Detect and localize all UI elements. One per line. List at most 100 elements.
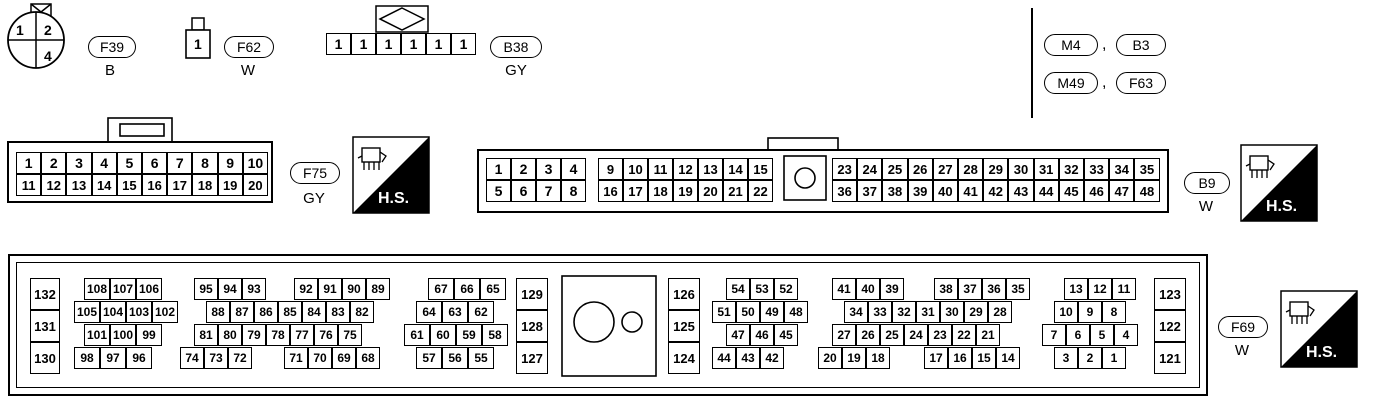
pin-121: 121 [1154, 342, 1186, 374]
legend-comma: , [1102, 36, 1107, 53]
pin-30: 30 [940, 301, 964, 323]
pin-65: 65 [480, 278, 506, 300]
pin-29: 29 [983, 158, 1009, 180]
pin-12: 12 [41, 174, 67, 196]
pin-102: 102 [152, 301, 178, 323]
pin-11: 11 [1112, 278, 1136, 300]
pin-1: 1 [16, 152, 42, 174]
pin-14: 14 [723, 158, 748, 180]
pin-11: 11 [16, 174, 42, 196]
pin-59: 59 [456, 324, 482, 346]
pin-62: 62 [468, 301, 494, 323]
pin-15: 15 [116, 174, 142, 196]
harness-side-icon [1280, 290, 1358, 368]
pin-2: 2 [511, 158, 536, 180]
pin-97: 97 [100, 347, 126, 369]
pin-83: 83 [326, 301, 350, 323]
pin-1: 1 [486, 158, 511, 180]
pin-93: 93 [242, 278, 266, 300]
pin-94: 94 [218, 278, 242, 300]
pin-10: 10 [242, 152, 268, 174]
pin-41: 41 [958, 180, 984, 202]
pin-7: 7 [1042, 324, 1066, 346]
pin-23: 23 [928, 324, 952, 346]
pin-8: 8 [561, 180, 586, 202]
pin-24: 24 [857, 158, 883, 180]
pin-1: 1 [451, 33, 476, 55]
pin-16: 16 [598, 180, 623, 202]
pin-66: 66 [454, 278, 480, 300]
pin-15: 15 [748, 158, 773, 180]
hs-icon: H.S. [1280, 290, 1358, 368]
pin-10: 10 [1054, 301, 1078, 323]
connector-id-f62: F62 [224, 36, 274, 58]
pin-40: 40 [932, 180, 958, 202]
pin-4: 4 [561, 158, 586, 180]
harness-side-icon [352, 136, 430, 214]
pin-21: 21 [976, 324, 1000, 346]
pin-28: 28 [988, 301, 1012, 323]
pin-86: 86 [254, 301, 278, 323]
pin-79: 79 [242, 324, 266, 346]
pin-56: 56 [442, 347, 468, 369]
pin-26: 26 [856, 324, 880, 346]
pin-76: 76 [314, 324, 338, 346]
pin-38: 38 [882, 180, 908, 202]
pin-42: 42 [983, 180, 1009, 202]
pin-128: 128 [516, 310, 548, 342]
pin-61: 61 [404, 324, 430, 346]
pin-1: 1 [1102, 347, 1126, 369]
pin-70: 70 [308, 347, 332, 369]
pin-37: 37 [857, 180, 883, 202]
pin-40: 40 [856, 278, 880, 300]
pin-12: 12 [673, 158, 698, 180]
pin-99: 99 [136, 324, 162, 346]
pin-72: 72 [228, 347, 252, 369]
pin-19: 19 [217, 174, 243, 196]
connector-b38-body [375, 5, 429, 33]
legend-divider [1031, 8, 1033, 118]
pin-55: 55 [468, 347, 494, 369]
pin-12: 12 [1088, 278, 1112, 300]
pin-80: 80 [218, 324, 242, 346]
pin-49: 49 [760, 301, 784, 323]
pin-101: 101 [84, 324, 110, 346]
pin-45: 45 [774, 324, 798, 346]
pin-41: 41 [832, 278, 856, 300]
pin-34: 34 [1109, 158, 1135, 180]
pin-35: 35 [1006, 278, 1030, 300]
pin-22: 22 [952, 324, 976, 346]
wire-color-f62: W [240, 62, 256, 79]
pin-89: 89 [366, 278, 390, 300]
pin-75: 75 [338, 324, 362, 346]
pin-106: 106 [136, 278, 162, 300]
pin-50: 50 [736, 301, 760, 323]
pin-43: 43 [736, 347, 760, 369]
pin-36: 36 [982, 278, 1006, 300]
pin-108: 108 [84, 278, 110, 300]
pin-33: 33 [868, 301, 892, 323]
pin-47: 47 [1109, 180, 1135, 202]
pin-10: 10 [623, 158, 648, 180]
pin-63: 63 [442, 301, 468, 323]
pin-13: 13 [66, 174, 92, 196]
pin-46: 46 [1084, 180, 1110, 202]
pin-14: 14 [91, 174, 117, 196]
pin-label: 1 [194, 36, 202, 52]
pin-5: 5 [116, 152, 142, 174]
pin-48: 48 [784, 301, 808, 323]
pin-60: 60 [430, 324, 456, 346]
pin-67: 67 [428, 278, 454, 300]
pin-6: 6 [511, 180, 536, 202]
pin-1: 1 [376, 33, 401, 55]
pin-1: 1 [351, 33, 376, 55]
pin-36: 36 [832, 180, 858, 202]
legend-comma: , [1102, 74, 1107, 91]
harness-side-icon [1240, 144, 1318, 222]
pin-69: 69 [332, 347, 356, 369]
pin-20: 20 [242, 174, 268, 196]
pin-77: 77 [290, 324, 314, 346]
pin-18: 18 [192, 174, 218, 196]
pin-7: 7 [167, 152, 193, 174]
pin-96: 96 [126, 347, 152, 369]
